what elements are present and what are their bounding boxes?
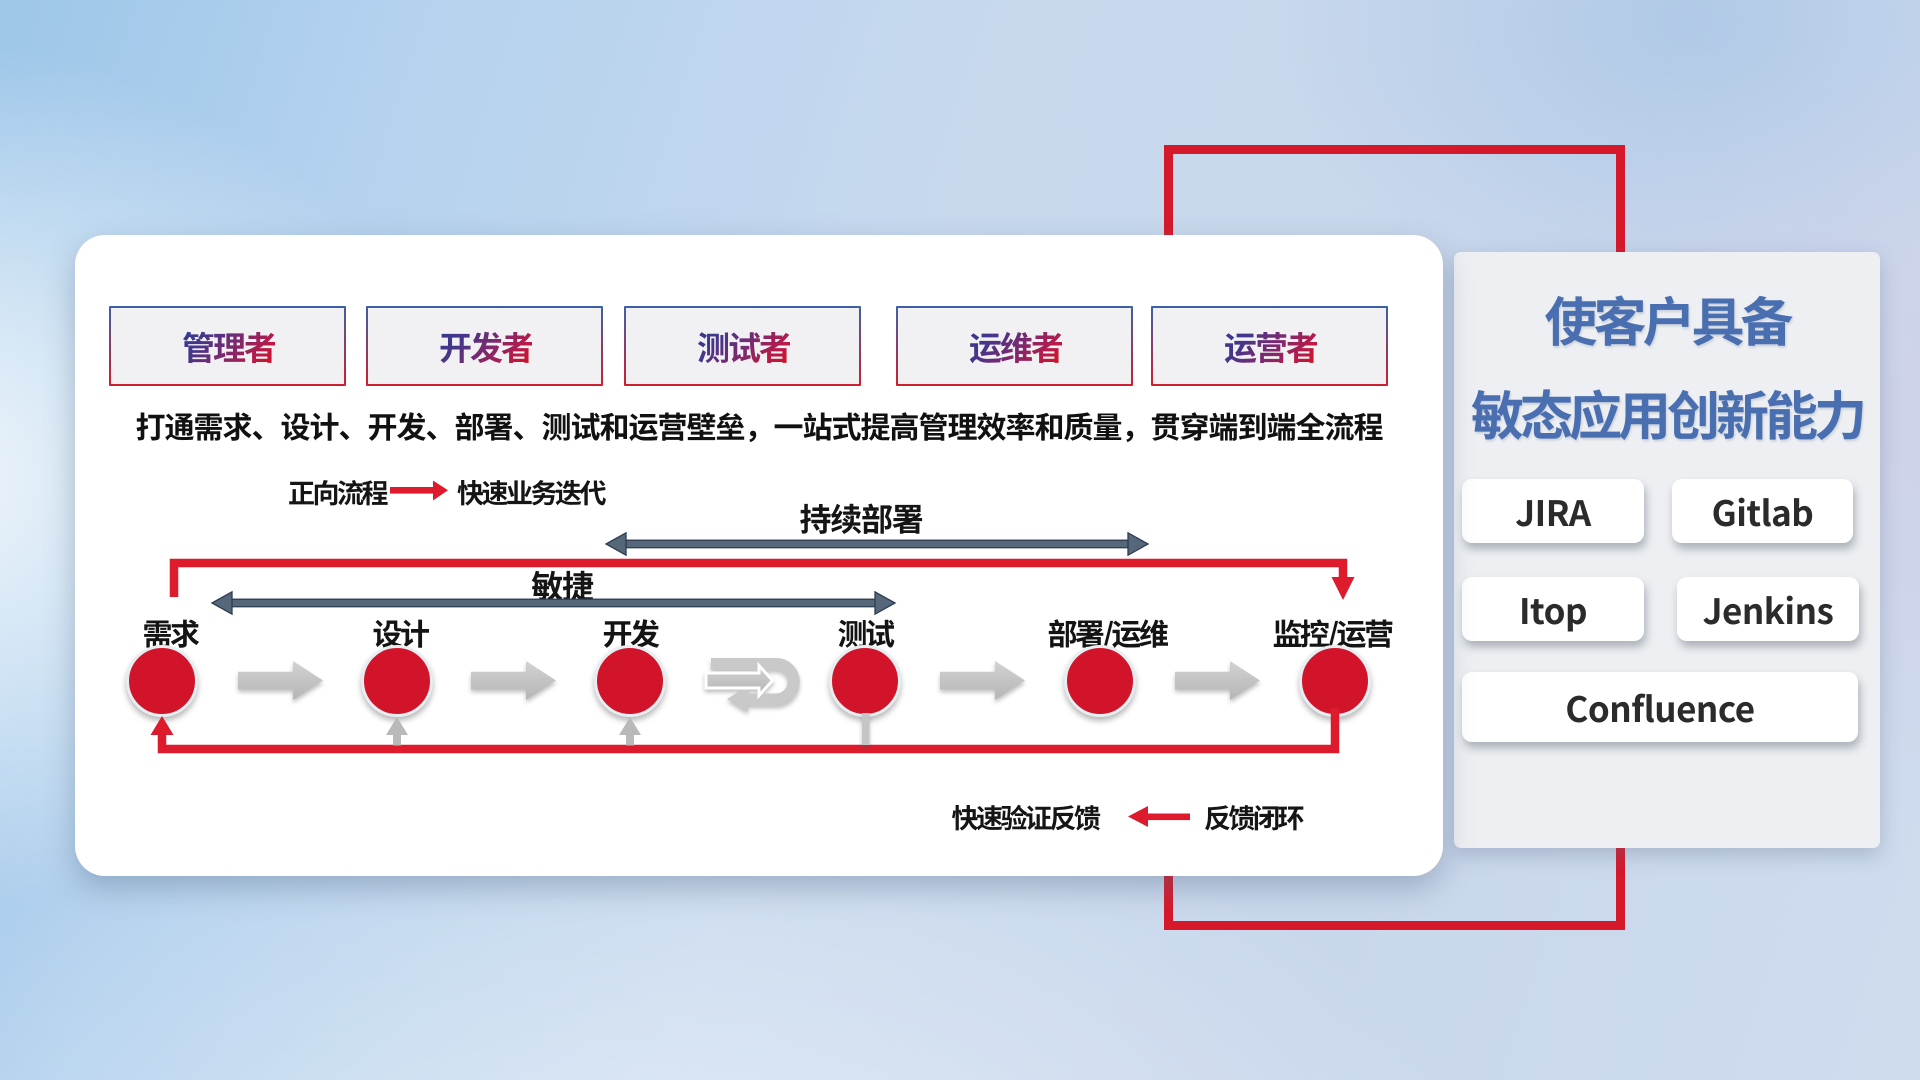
- role-box-0: 管理者: [109, 306, 346, 386]
- tool-label: Itop: [1518, 583, 1588, 635]
- continuous-deploy-label: 持续部署: [799, 495, 923, 541]
- flow-node-circle-5: [1299, 644, 1371, 717]
- flow-node-circle-0: [125, 644, 198, 717]
- flow-node-circle-2: [594, 644, 666, 717]
- devops-diagram-panel: 管理者 开发者 测试者 运维者 运营者 打通需求、设计、开发、部署、测试和运营壁…: [75, 235, 1443, 876]
- role-label: 管理者: [182, 322, 277, 370]
- role-label: 运营者: [1224, 322, 1319, 370]
- agile-label: 敏捷: [531, 562, 594, 608]
- tool-label: Gitlab: [1711, 485, 1814, 537]
- flow-node-label-1: 设计: [372, 610, 431, 654]
- flow-node-label-0: 需求: [142, 610, 201, 654]
- flow-node-circle-1: [361, 644, 433, 717]
- role-box-2: 测试者: [624, 306, 861, 386]
- capability-panel: 使客户具备 敏态应用创新能力 JIRA Gitlab Itop Jenkins …: [1454, 252, 1880, 848]
- flow-node-circle-3: [829, 644, 901, 717]
- tool-button-confluence[interactable]: Confluence: [1462, 672, 1858, 742]
- role-box-1: 开发者: [366, 306, 603, 386]
- legend-feedback-value: 反馈闭环: [1204, 797, 1305, 836]
- tool-label: Confluence: [1565, 681, 1755, 733]
- flow-node-label-5: 监控/运营: [1272, 610, 1394, 654]
- tool-button-gitlab[interactable]: Gitlab: [1672, 479, 1853, 543]
- capability-title-line2: 敏态应用创新能力: [1471, 375, 1867, 451]
- legend-feedback-label: 快速验证反馈: [951, 797, 1102, 836]
- headline-text: 打通需求、设计、开发、部署、测试和运营壁垒，一站式提高管理效率和质量，贯穿端到端…: [135, 403, 1384, 447]
- role-box-4: 运营者: [1151, 306, 1388, 386]
- legend-forward-label: 正向流程: [288, 472, 389, 511]
- legend-forward-value: 快速业务迭代: [457, 472, 607, 511]
- tool-label: JIRA: [1515, 485, 1591, 537]
- capability-title-line1: 使客户具备: [1544, 281, 1794, 357]
- tool-button-jenkins[interactable]: Jenkins: [1677, 577, 1859, 641]
- role-box-3: 运维者: [896, 306, 1133, 386]
- tool-button-itop[interactable]: Itop: [1462, 577, 1644, 641]
- role-label: 运维者: [969, 322, 1064, 370]
- role-label: 测试者: [697, 322, 792, 370]
- tool-label: Jenkins: [1702, 583, 1834, 635]
- flow-node-label-2: 开发: [602, 610, 661, 654]
- flow-node-label-3: 测试: [837, 610, 896, 654]
- flow-node-label-4: 部署/运维: [1047, 610, 1169, 654]
- tool-button-jira[interactable]: JIRA: [1462, 479, 1644, 543]
- role-label: 开发者: [439, 322, 534, 370]
- flow-node-circle-4: [1064, 644, 1136, 717]
